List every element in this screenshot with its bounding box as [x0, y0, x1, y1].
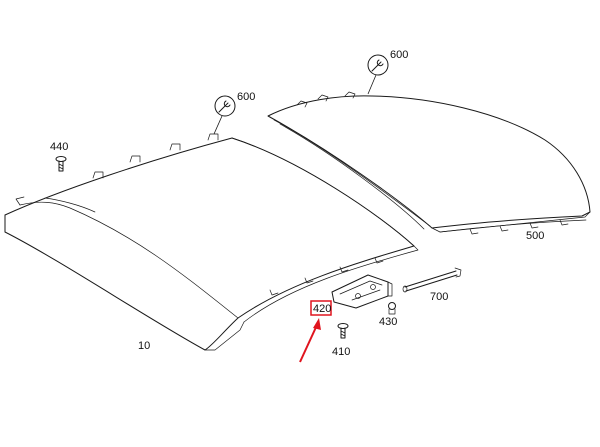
highlight-box — [310, 300, 332, 316]
roof-panel-front[interactable] — [4, 133, 419, 351]
callout-screw-top: 440 — [50, 141, 68, 153]
callout-service-right: 600 — [390, 49, 408, 61]
callout-bolt: 430 — [379, 316, 397, 328]
callout-rod: 700 — [430, 291, 448, 303]
bracket-part[interactable] — [331, 274, 393, 309]
wrench-icon — [367, 54, 389, 95]
rod-part[interactable] — [402, 267, 462, 293]
bolt-part[interactable] — [388, 302, 396, 315]
callout-roof-rear: 500 — [526, 230, 544, 242]
callout-bracket-highlight[interactable]: 420 — [310, 300, 332, 316]
screw-part-top[interactable] — [55, 156, 67, 172]
screw-part-bottom[interactable] — [337, 323, 349, 339]
wrench-icon — [213, 95, 236, 135]
red-arrow-icon — [299, 318, 321, 363]
callout-service-left: 600 — [237, 91, 255, 103]
roof-panel-rear[interactable] — [267, 91, 591, 235]
callout-roof-front: 10 — [138, 340, 150, 352]
callout-screw-bottom: 410 — [332, 346, 350, 358]
callout-bracket: 420 — [313, 303, 331, 315]
